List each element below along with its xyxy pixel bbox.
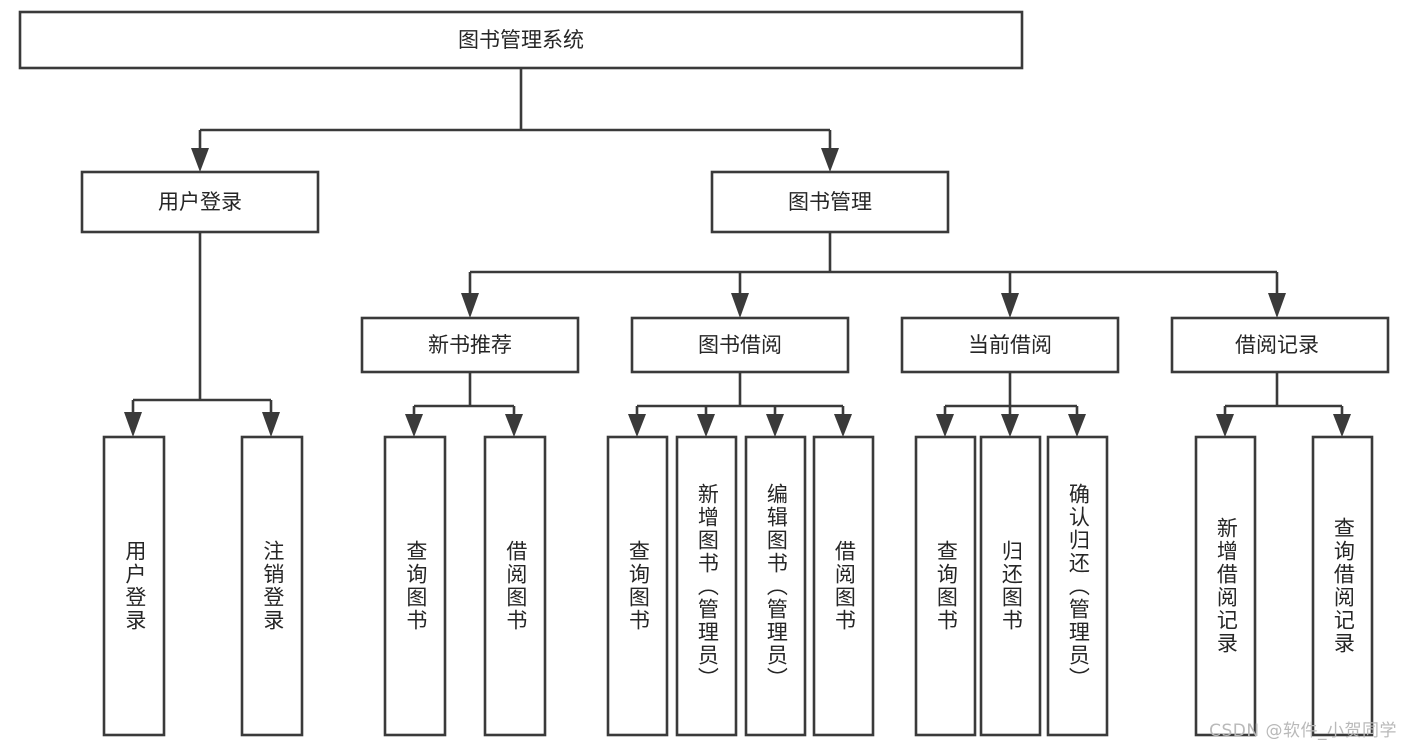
node-root-label: 图书管理系统 [458, 28, 584, 52]
leaf-box-new-book-1[interactable] [483, 435, 547, 737]
node-current-borrow[interactable]: 当前借阅 [900, 316, 1120, 374]
leaf-box-current-borrow-2[interactable] [1046, 435, 1109, 737]
leaf-box-user-login-0[interactable] [102, 435, 166, 737]
connector-userlogin-to-leaves [124, 232, 280, 437]
node-new-book-recommend[interactable]: 新书推荐 [360, 316, 580, 374]
connector-borrowrecord-to-leaves [1216, 372, 1351, 437]
node-borrow-record-label: 借阅记录 [1235, 333, 1319, 357]
leaf-box-book-borrow-1[interactable] [675, 435, 738, 737]
leaf-box-current-borrow-0[interactable] [914, 435, 977, 737]
node-book-management[interactable]: 图书管理 [710, 170, 950, 234]
leaf-box-book-borrow-0[interactable] [606, 435, 669, 737]
node-book-management-label: 图书管理 [788, 190, 872, 214]
node-borrow-record[interactable]: 借阅记录 [1170, 316, 1390, 374]
csdn-watermark: CSDN @软件_小贺同学 [1209, 721, 1397, 741]
leaf-box-current-borrow-1[interactable] [979, 435, 1042, 737]
node-user-login[interactable]: 用户登录 [80, 170, 320, 234]
leaf-box-borrow-record-1[interactable] [1311, 435, 1374, 737]
connector-bookmgmt-to-level3 [461, 232, 1286, 318]
connector-bookborrow-to-leaves [628, 372, 852, 437]
connector-root-to-level2 [191, 68, 839, 172]
leaf-box-new-book-0[interactable] [383, 435, 447, 737]
node-current-borrow-label: 当前借阅 [968, 333, 1052, 357]
leaf-box-book-borrow-3[interactable] [812, 435, 875, 737]
node-user-login-label: 用户登录 [158, 190, 242, 214]
leaf-box-user-login-1[interactable] [240, 435, 304, 737]
leaf-box-book-borrow-2[interactable] [744, 435, 807, 737]
connector-newbook-to-leaves [405, 372, 523, 437]
leaf-box-borrow-record-0[interactable] [1194, 435, 1257, 737]
node-root[interactable]: 图书管理系统 [18, 10, 1024, 70]
node-new-book-recommend-label: 新书推荐 [428, 333, 512, 357]
node-book-borrow-label: 图书借阅 [698, 333, 782, 357]
connector-currentborrow-to-leaves [936, 372, 1086, 437]
node-book-borrow[interactable]: 图书借阅 [630, 316, 850, 374]
